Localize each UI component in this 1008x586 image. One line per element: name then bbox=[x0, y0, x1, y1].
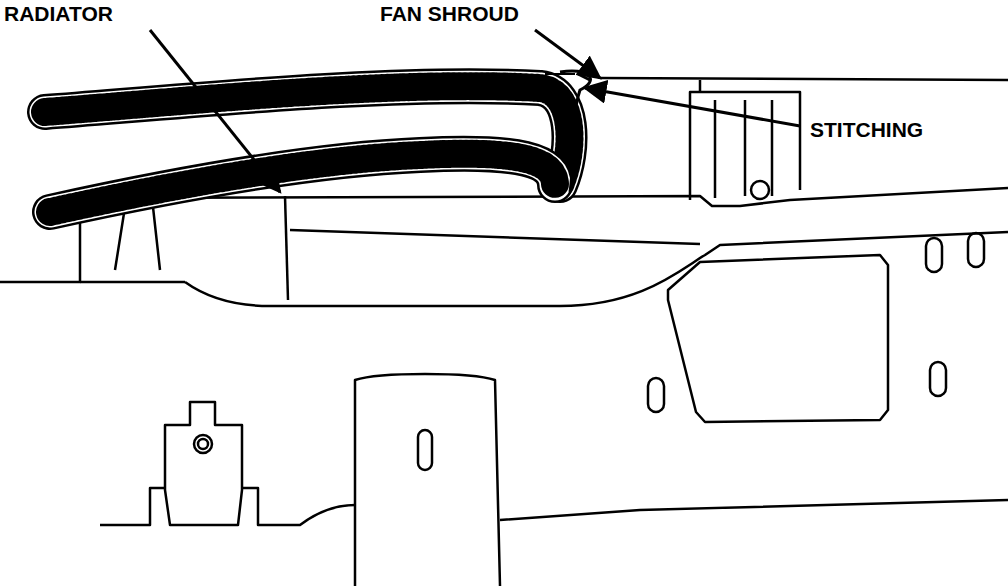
part-label: FAN SHROUD bbox=[378, 2, 521, 25]
hoses bbox=[45, 86, 570, 212]
part-label: RADIATOR bbox=[2, 2, 115, 25]
leader-lines bbox=[150, 30, 800, 192]
part-label: STITCHING bbox=[808, 118, 925, 141]
core-support bbox=[0, 78, 1008, 586]
fan-shroud bbox=[545, 71, 590, 192]
